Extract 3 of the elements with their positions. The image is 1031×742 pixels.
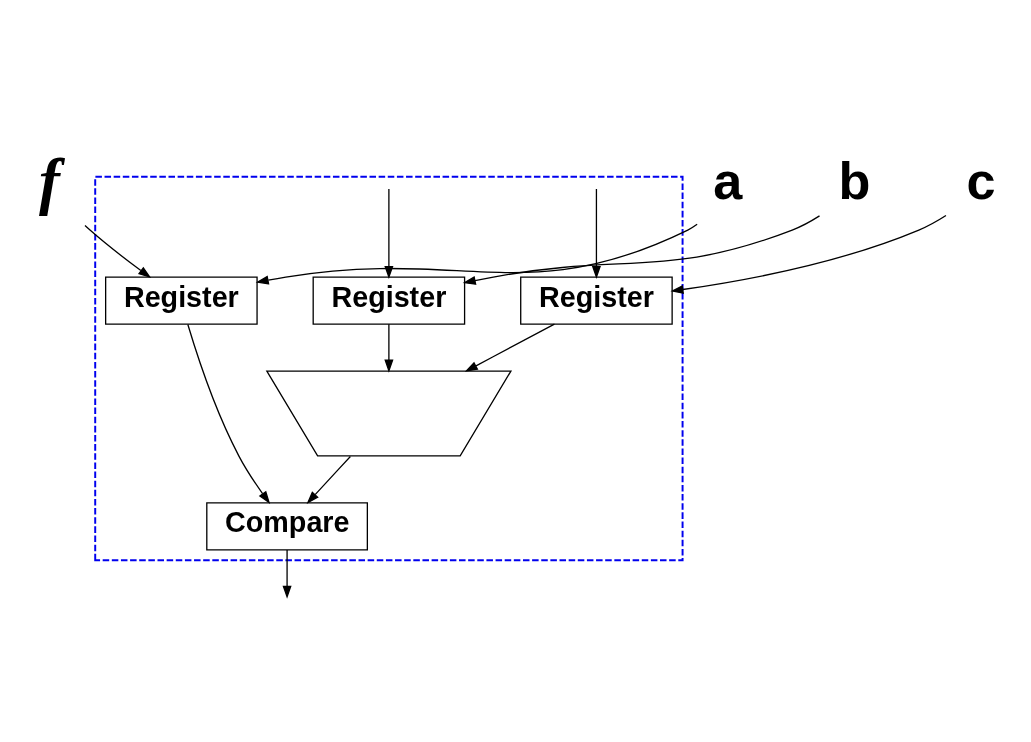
node-text: b [838,151,871,210]
node-text: c [966,151,996,210]
node-text: a [713,151,743,210]
